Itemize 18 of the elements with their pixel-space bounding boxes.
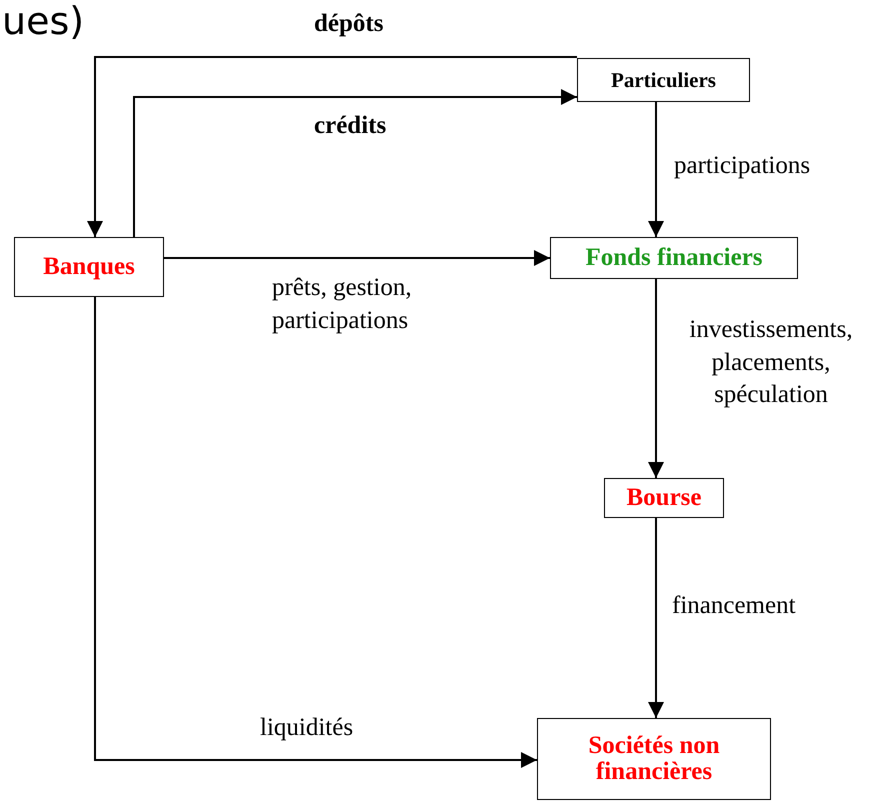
node-label: Sociétés non financières [587, 732, 721, 786]
node-box [14, 237, 164, 297]
node-box [537, 718, 771, 800]
node-box [577, 58, 750, 102]
node-label: Fonds financiers [585, 244, 763, 272]
arrow [87, 56, 577, 237]
arrow [133, 89, 577, 237]
node-box [604, 478, 724, 518]
node-label: Banques [43, 254, 135, 280]
node-label: Particuliers [611, 68, 716, 92]
arrow [648, 102, 664, 237]
arrow [164, 250, 550, 266]
node-box [550, 237, 798, 279]
arrow [94, 297, 537, 768]
arrow [648, 518, 664, 718]
cut-off-heading: ues) [2, 0, 84, 44]
node-label: Bourse [626, 484, 702, 512]
arrow [648, 279, 664, 478]
